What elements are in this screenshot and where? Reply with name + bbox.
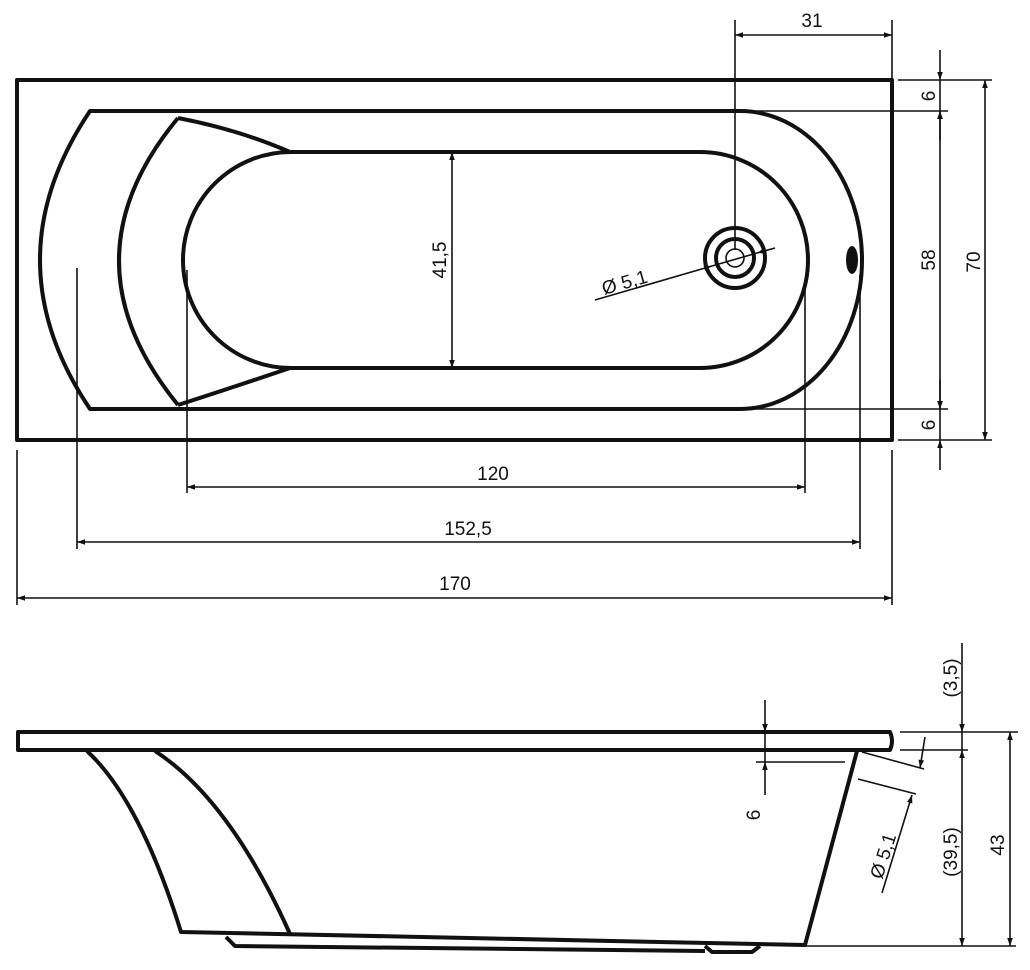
headrest-top [177, 116, 291, 154]
drain-foot [703, 944, 762, 954]
dim-inner-length: 152,5 [444, 519, 492, 540]
overflow-icon [846, 246, 858, 274]
dim-total-length: 170 [439, 574, 471, 595]
outer-rim [15, 78, 894, 442]
dim-body-height: (39,5) [941, 827, 962, 877]
side-view: 6 Ø 5,1 (3,5) (39,5) 43 [16, 643, 1018, 954]
basin-outline [181, 150, 810, 370]
dim-drain-offset: 31 [801, 11, 822, 32]
dim-basin-length: 120 [477, 464, 509, 485]
side-body [85, 749, 859, 947]
dim-total-width: 70 [964, 251, 985, 272]
dim-drain-diameter: Ø 5,1 [600, 267, 650, 300]
headrest-side-curve [153, 749, 292, 935]
dim-rim-top: 6 [919, 91, 940, 102]
inner-rim-outline [38, 109, 864, 411]
headrest-bottom [177, 366, 291, 407]
dim-overflow-diameter: Ø 5,1 [867, 831, 901, 882]
dim-rim-thickness: 6 [744, 810, 765, 821]
top-view: 31 6 58 6 70 41,5 Ø 5,1 120 [15, 11, 992, 605]
headrest-curve [117, 116, 180, 407]
dim-rim-bottom: 6 [919, 420, 940, 431]
dim-rim-height: (3,5) [941, 658, 962, 697]
dim-inner-width: 58 [919, 249, 940, 270]
side-rim [16, 730, 894, 752]
base-foot [224, 935, 706, 953]
dim-basin-width: 41,5 [430, 242, 451, 279]
dim-total-height: 43 [988, 834, 1009, 855]
